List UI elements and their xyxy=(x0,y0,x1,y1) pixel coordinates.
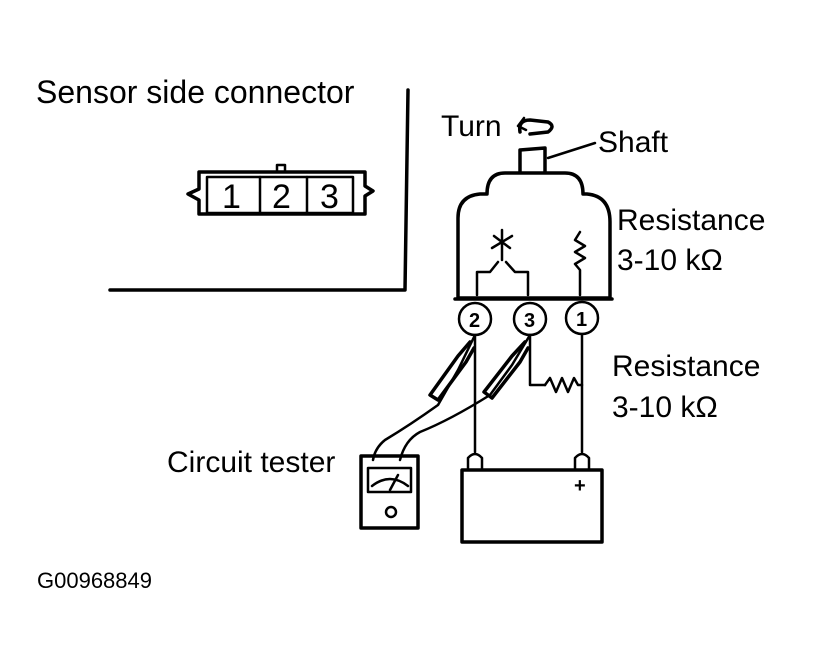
tester-knob xyxy=(384,505,398,519)
resistance-mid-value: 3-10 kΩ xyxy=(612,391,718,424)
connector-pin-1: 1 xyxy=(222,178,241,216)
circuit-tester xyxy=(359,454,420,530)
connector-body xyxy=(186,170,375,216)
battery-terminal-negative xyxy=(466,452,484,472)
wire-terminal-3 xyxy=(528,333,547,387)
terminal-1: 1 xyxy=(576,309,587,331)
sensor xyxy=(453,116,614,301)
terminal-2: 2 xyxy=(469,310,480,332)
circuit-tester-label: Circuit tester xyxy=(167,446,336,479)
resistance-top-value: 3-10 kΩ xyxy=(617,244,723,277)
battery-plus-sign: + xyxy=(574,475,586,497)
resistance-mid-label: Resistance xyxy=(612,350,761,383)
turn-arrow-icon xyxy=(517,118,554,136)
connector-pin-3: 3 xyxy=(320,178,339,216)
turn-label: Turn xyxy=(441,110,502,143)
terminal-3: 3 xyxy=(524,310,535,332)
shaft-leader xyxy=(546,141,597,160)
probe-body-right xyxy=(482,340,530,400)
connector-face xyxy=(205,175,355,215)
sensor-body xyxy=(456,171,612,300)
tester-scale xyxy=(370,477,410,488)
probe-body-left xyxy=(428,340,476,402)
turn-arrowhead xyxy=(516,116,528,132)
connector-inset: 1 2 3 xyxy=(108,88,410,292)
shaft xyxy=(518,146,547,174)
wiring xyxy=(371,332,584,462)
external-resistor-icon xyxy=(543,376,584,394)
connector-pin-2: 2 xyxy=(272,178,291,216)
connector-latch xyxy=(275,163,287,174)
switch-star-icon xyxy=(490,228,514,262)
battery-terminal-positive xyxy=(573,452,591,472)
resistance-top-label: Resistance xyxy=(617,204,766,237)
inset-border xyxy=(108,88,410,292)
internal-resistor-icon xyxy=(573,230,587,297)
battery-body xyxy=(460,468,604,544)
sensor-terminals: 2 3 1 xyxy=(457,300,600,337)
battery: + xyxy=(460,452,604,544)
sensor-side-connector-label: Sensor side connector xyxy=(36,74,355,110)
switch-contacts xyxy=(475,260,530,297)
tester-body xyxy=(359,454,420,530)
shaft-label: Shaft xyxy=(598,126,669,159)
tester-needle xyxy=(388,473,400,492)
tester-display xyxy=(366,466,413,494)
figure-id: G00968849 xyxy=(37,568,152,593)
